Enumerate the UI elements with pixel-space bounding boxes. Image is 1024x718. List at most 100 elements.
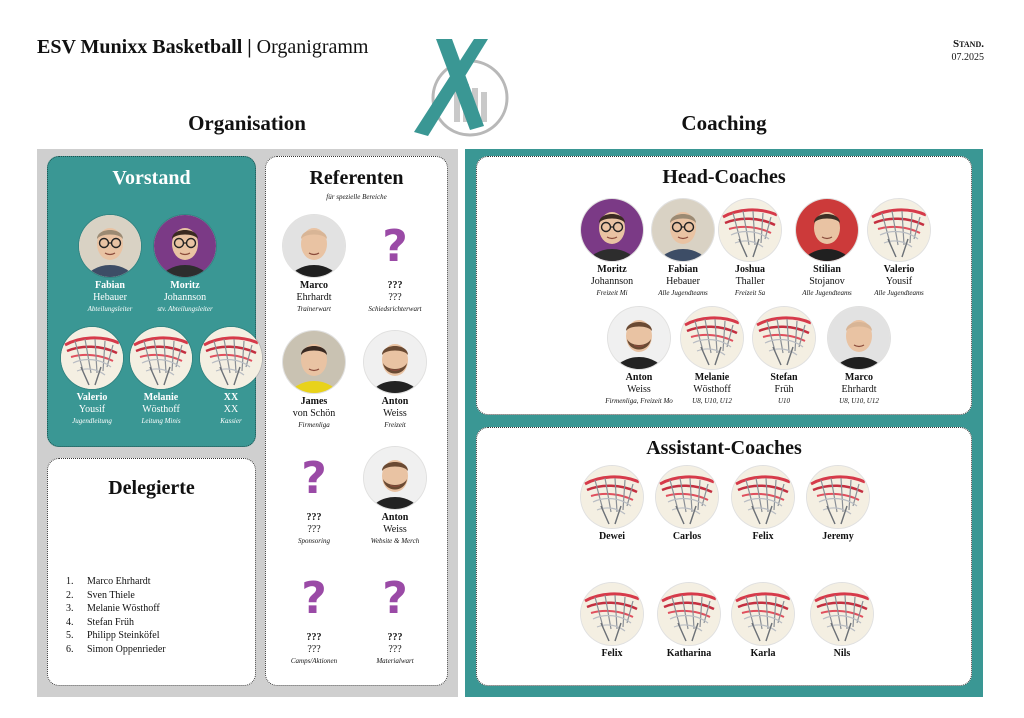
head-coach-first: Stilian: [813, 264, 841, 275]
vorstand-member-role: Abteilungsleiter: [87, 305, 133, 313]
avatar: [79, 215, 141, 277]
head-coach-last: Ehrhardt: [841, 384, 877, 395]
basketball-net-icon: [753, 307, 815, 369]
vorstand-member-first: Fabian: [94, 280, 125, 291]
referent-last: Weiss: [383, 524, 407, 535]
assistant-coach-first: Jeremy: [822, 531, 854, 542]
page-title-bold: ESV Munixx Basketball |: [37, 36, 252, 58]
basketball-net-icon: [581, 466, 643, 528]
head-coach-last: Yousif: [885, 276, 913, 287]
referent-first: ???: [387, 632, 403, 643]
assistant-coach-first: Felix: [601, 648, 623, 659]
referent-last: Weiss: [383, 408, 407, 419]
avatar: [608, 307, 670, 369]
assistant-coach-first: Katharina: [666, 648, 712, 659]
stand-label: Stand.: [953, 38, 984, 50]
avatar: [652, 199, 714, 261]
referent-last: ???: [307, 524, 321, 535]
referent-first: ???: [306, 632, 322, 643]
organisation-heading: Organisation: [188, 111, 306, 135]
vorstand-member-last: XX: [223, 404, 239, 415]
assistant-coach-first: Dewei: [598, 531, 626, 542]
assistant-coach-card: Karla: [718, 583, 808, 660]
question-mark-icon: ?: [382, 220, 408, 272]
assistant-coach-card: Felix: [718, 466, 808, 543]
referent-last: ???: [388, 292, 402, 303]
referent-role: Schiedsrichterwart: [368, 305, 422, 313]
avatar: [364, 331, 426, 393]
referent-last: von Schön: [292, 408, 336, 419]
delegate-name: Melanie Wösthoff: [87, 603, 160, 614]
assistant-coach-card: Nils: [797, 583, 887, 660]
assistant-coach-first: Karla: [750, 648, 776, 659]
referenten-title: Referenten: [309, 167, 404, 189]
referent-first: Anton: [381, 396, 409, 407]
list-item: 3.Melanie Wösthoff: [66, 602, 166, 616]
page-title: ESV Munixx Basketball | Organigramm: [37, 36, 368, 59]
head-coach-last: Wösthoff: [693, 384, 731, 395]
assistant-coach-card: Katharina: [644, 583, 734, 660]
vorstand-member-last: Yousif: [78, 404, 106, 415]
head-coach-role: Freizeit Mi: [596, 289, 628, 297]
vorstand-member-role: Kassier: [220, 417, 242, 425]
basketball-net-icon: [681, 307, 743, 369]
avatar: [581, 199, 643, 261]
assistant-coach-first: Felix: [752, 531, 774, 542]
stand-info: Stand. 07.2025: [952, 38, 985, 64]
head-coach-role: U8, U10, U12: [692, 397, 732, 405]
referent-first: Marco: [299, 280, 329, 291]
referent-first: ???: [306, 512, 322, 523]
delegate-name: Marco Ehrhardt: [87, 576, 151, 587]
vorstand-member-role: Leitung Minis: [141, 417, 181, 425]
referent-first: James: [300, 396, 328, 407]
referent-first: Anton: [381, 512, 409, 523]
list-number: 4.: [66, 616, 74, 628]
head-coach-last: Weiss: [627, 384, 651, 395]
list-number: 1.: [66, 576, 74, 587]
list-number: 5.: [66, 630, 74, 641]
assistant-coach-card: Jeremy: [793, 466, 883, 543]
basketball-net-icon: [658, 583, 720, 645]
vorstand-member-last: Hebauer: [93, 292, 127, 303]
head-coach-last: Thaller: [735, 276, 765, 287]
referenten-subtitle: für spezielle Bereiche: [326, 193, 387, 201]
list-number: 2.: [66, 589, 74, 601]
assistant-coach-first: Nils: [833, 648, 851, 659]
vorstand-member-first: Melanie: [143, 392, 179, 403]
head-coach-role: Alle Jugendteams: [874, 289, 924, 297]
head-coach-first: Valerio: [883, 264, 915, 275]
stand-date: 07.2025: [951, 52, 985, 63]
basketball-net-icon: [656, 466, 718, 528]
referent-role: Firmenliga: [298, 421, 330, 429]
referent-card: ???????Materialwart: [350, 567, 440, 666]
head-coach-first: Moritz: [597, 264, 627, 275]
avatar: [283, 331, 345, 393]
basketball-net-icon: [732, 583, 794, 645]
referent-role: Materialwart: [376, 657, 414, 665]
basketball-net-icon: [811, 583, 873, 645]
head-coach-first: Anton: [625, 372, 653, 383]
assistant-coach-first: Carlos: [672, 531, 702, 542]
head-coaches-title: Head-Coaches: [662, 166, 786, 188]
basketball-net-icon: [732, 466, 794, 528]
assistant-coach-card: Carlos: [642, 466, 732, 543]
delegate-name: Stefan Früh: [87, 616, 134, 628]
list-item: 5.Philipp Steinköfel: [66, 629, 166, 643]
list-item: 2.Sven Thiele: [66, 589, 166, 603]
vorstand-member-first: Valerio: [76, 392, 108, 403]
head-coach-first: Marco: [844, 372, 874, 383]
basketball-net-icon: [130, 327, 192, 389]
